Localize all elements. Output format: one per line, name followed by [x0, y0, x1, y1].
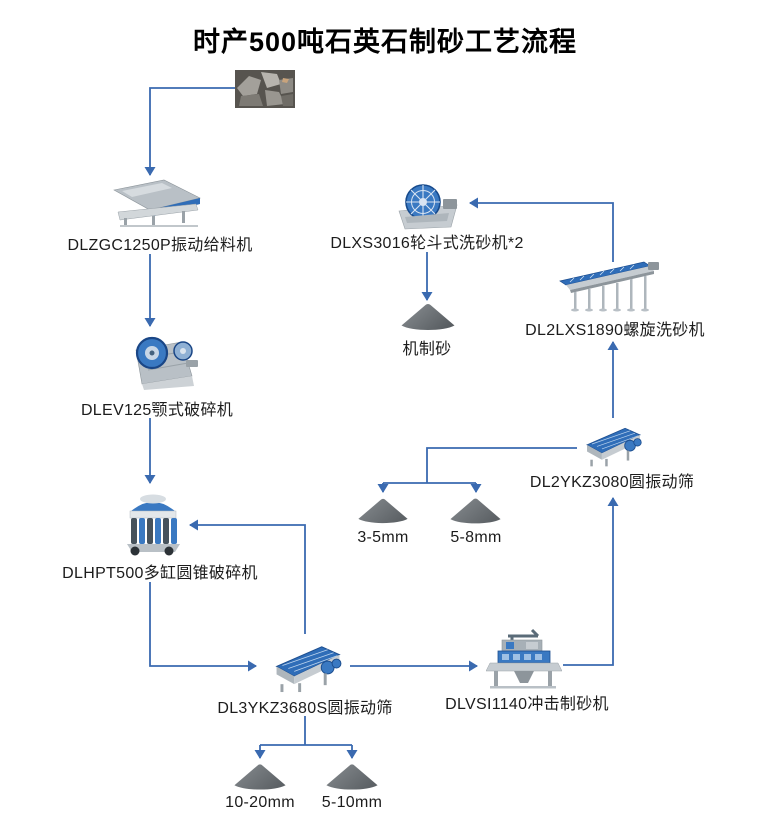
pile-3-5mm-image — [357, 496, 409, 527]
edge-raw-material-to-feeder — [144, 87, 235, 176]
pile-5-10mm-label: 5-10mm — [321, 794, 383, 811]
product-sand-label: 机制砂 — [402, 341, 452, 358]
pile-10-20mm-image — [233, 762, 287, 793]
screen-2ykz-label: DL2YKZ3080圆振动筛 — [529, 474, 695, 491]
pile-3-5mm-label: 3-5mm — [357, 529, 409, 546]
pile-10-20mm-label: 10-20mm — [225, 794, 295, 811]
edge-screen2ykz-split-bar — [383, 447, 577, 484]
edge-cone-to-screen3ykz — [149, 582, 257, 672]
vibrating-screen-3ykz-image — [268, 637, 348, 694]
spiral-washer-label: DL2LXS1890螺旋洗砂机 — [525, 322, 705, 339]
vsi-sand-maker-image — [486, 628, 562, 690]
pile-5-10mm-image — [325, 762, 379, 793]
edge-spiral-to-wheel-washer — [469, 197, 614, 262]
cone-crusher-image — [122, 490, 185, 557]
pile-5-8mm-label: 5-8mm — [450, 529, 502, 546]
pile-5-8mm-image — [449, 496, 502, 527]
cone-crusher-label: DLHPT500多缸圆锥破碎机 — [62, 565, 258, 582]
vibrating-screen-2ykz-image — [577, 420, 650, 468]
wheel-washer-label: DLXS3016轮斗式洗砂机*2 — [330, 235, 524, 252]
page-title: 时产500吨石英石制砂工艺流程 — [192, 27, 578, 57]
product-sand-pile-image — [400, 302, 456, 333]
edge-screen3ykz-return-to-cone — [189, 519, 306, 634]
vibrating-feeder-image — [108, 178, 205, 228]
screen-3ykz-label: DL3YKZ3680S圆振动筛 — [217, 700, 393, 717]
raw-material-image — [235, 70, 295, 108]
feeder-label: DLZGC1250P振动给料机 — [67, 237, 253, 254]
edge-vsi-to-screen2ykz — [563, 497, 619, 666]
edge-screen3ykz-split-bar — [260, 716, 352, 746]
spiral-washer-image — [558, 260, 662, 315]
jaw-crusher-image — [122, 330, 205, 392]
jaw-crusher-label: DLEV125颚式破碎机 — [80, 402, 234, 419]
wheel-washer-image — [393, 183, 463, 230]
vsi-sand-maker-label: DLVSI1140冲击制砂机 — [445, 696, 609, 713]
